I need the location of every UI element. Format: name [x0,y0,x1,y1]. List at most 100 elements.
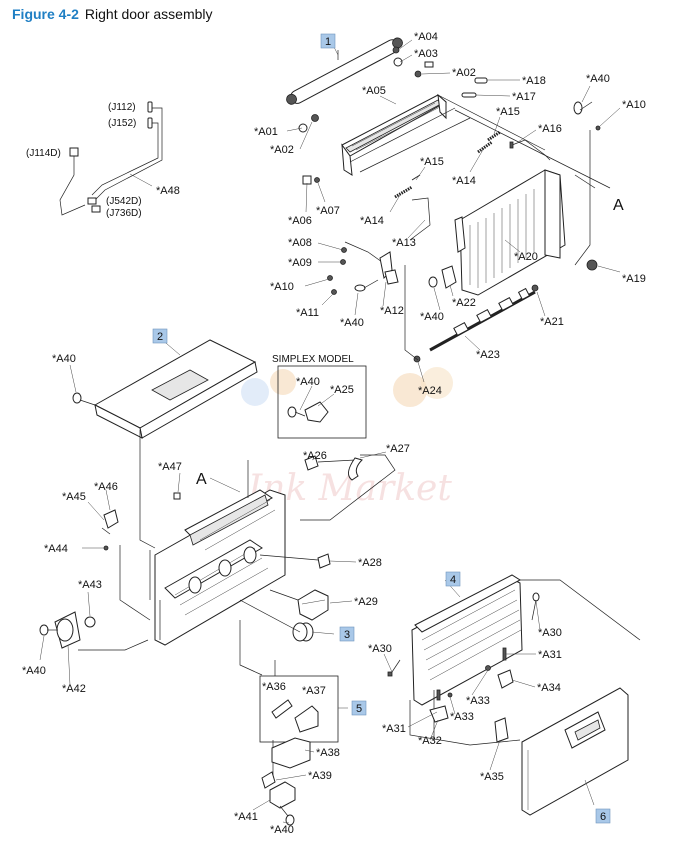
group-part-5 [239,620,339,826]
callout-a07: *A07 [316,205,340,217]
callout-a31-left: *A31 [382,723,406,735]
callout-a20: *A20 [514,251,538,263]
callout-a05: *A05 [362,85,386,97]
callout-a10-mid: *A10 [270,281,294,293]
callout-a40-tr: *A40 [586,73,610,85]
callout-a38: *A38 [316,747,340,759]
callout-a04: *A04 [414,31,438,43]
callout-a19: *A19 [622,273,646,285]
top-roller-assembly [286,37,611,363]
connector-j152: (J152) [108,118,136,129]
right-door-main-frame [119,430,286,646]
callout-a40-mid: *A40 [340,317,364,329]
svg-text:1: 1 [325,36,331,48]
callout-a15-mid: *A15 [420,156,444,168]
callout-a24: *A24 [418,385,442,397]
callout-a16: *A16 [538,123,562,135]
callout-a21: *A21 [540,316,564,328]
frame-part-4 [409,574,641,746]
callout-a06: *A06 [288,215,312,227]
callout-a33-right: *A33 [466,695,490,707]
door-cover-part-6 [521,687,629,816]
screw-a40-top [573,101,593,115]
callout-a31-right: *A31 [538,649,562,661]
callout-a40-bl: *A40 [22,665,46,677]
figure-title: Right door assembly [84,6,213,22]
badge-4: 4 [445,571,461,587]
badge-1: 1 [320,33,336,49]
callout-a35: *A35 [480,771,504,783]
figure-caption: Figure 4-2 Right door assembly [12,6,213,22]
callout-a11: *A11 [296,307,319,319]
callout-a23: *A23 [476,349,500,361]
callout-a43: *A43 [78,579,102,591]
connector-j114d: (J114D) [26,148,61,159]
connector-j112: (J112) [108,102,136,113]
shaft-a23 [429,287,536,352]
badge-5: 5 [351,700,367,716]
callout-a14-left: *A14 [360,215,384,227]
callout-a30-left: *A30 [368,643,392,655]
callout-a47: *A47 [158,461,182,473]
simplex-model-label: SIMPLEX MODEL [272,354,354,365]
wire-harness-a48 [59,101,163,216]
callout-a18: *A18 [522,75,546,87]
roller-part-1 [286,37,403,105]
part-number-badges: 1 2 3 4 5 6 [152,33,611,824]
callout-a02-top: *A02 [452,67,476,79]
callout-a14-right: *A14 [452,175,476,187]
svg-text:4: 4 [450,574,456,586]
callout-a33-left: *A33 [450,711,474,723]
connector-labels: (J112) (J152) (J114D) (J542D) (J736D) [26,102,142,219]
callout-a02-left: *A02 [270,144,294,156]
figure-number: Figure 4-2 [12,6,79,22]
callout-a39: *A39 [308,770,332,782]
callout-a40-mid2: *A40 [420,311,444,323]
leader-lines [39,39,621,824]
simplex-model-box: SIMPLEX MODEL [272,354,367,439]
callout-a42: *A42 [62,683,86,695]
callout-a10-tr: *A10 [622,99,646,111]
callout-a48: *A48 [156,185,180,197]
assembly-marker-a-left: A [196,471,207,488]
callout-a12: *A12 [380,305,404,317]
callout-a08: *A08 [288,237,312,249]
callout-a25: *A25 [330,384,354,396]
frame-4-small-parts [387,592,540,743]
callout-a41: *A41 [234,811,258,823]
callout-a27: *A27 [386,443,410,455]
callout-a22: *A22 [452,297,476,309]
callout-a44: *A44 [44,543,68,555]
part-a29 [269,589,329,621]
callout-a32: *A32 [418,735,442,747]
callout-a36: *A36 [262,681,286,693]
callout-a37: *A37 [302,685,326,697]
door-frame-a20 [454,169,566,296]
roller-part-3 [239,599,314,642]
callout-a29: *A29 [354,596,378,608]
parts-a26-a27 [300,454,396,521]
callout-a45: *A45 [62,491,86,503]
spring-a14-right [477,140,493,154]
assembly-marker-a-right: A [613,197,624,214]
svg-text:6: 6 [600,811,606,823]
svg-text:5: 5 [356,703,362,715]
part-a28 [259,553,331,569]
callout-a40-left: *A40 [52,353,76,365]
callout-a01: *A01 [254,126,278,138]
callout-labels: *A04 *A03 *A02 *A18 *A17 *A40 *A10 *A05 … [22,31,646,836]
badge-2: 2 [152,328,168,344]
callout-a26: *A26 [303,450,327,462]
badge-3: 3 [339,626,355,642]
callout-a28: *A28 [358,557,382,569]
svg-text:2: 2 [157,331,163,343]
svg-text:3: 3 [344,629,350,641]
callout-a17: *A17 [512,91,536,103]
callout-a13: *A13 [392,237,416,249]
connector-j736d: (J736D) [106,208,142,219]
spring-a15 [487,130,501,142]
callout-a30-right: *A30 [538,627,562,639]
callout-a03: *A03 [414,48,438,60]
spring-a14-left [394,185,413,199]
